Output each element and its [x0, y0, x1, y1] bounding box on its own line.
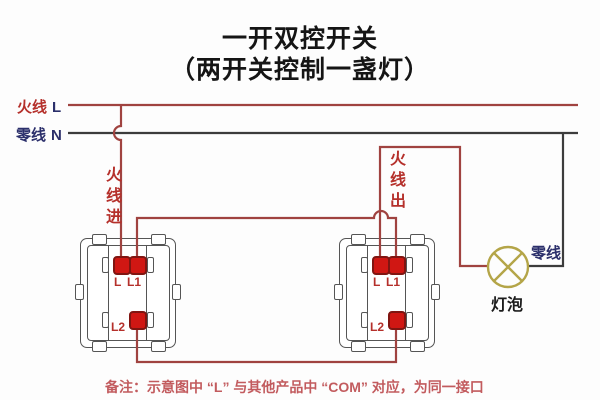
mount-tab	[351, 234, 366, 245]
live-wire-name: 火线	[17, 99, 48, 116]
mount-tab	[351, 341, 366, 352]
screw-slot	[102, 312, 109, 328]
terminal-L1-label: L1	[386, 275, 401, 289]
mount-tab	[151, 234, 166, 245]
diagram-title: 一开双控开关 （两开关控制一盏灯）	[0, 24, 600, 86]
neutral-wire-letter: N	[51, 127, 62, 144]
title-line-2: （两开关控制一盏灯）	[169, 56, 430, 84]
screw-slot	[147, 312, 154, 328]
screw-slot	[102, 257, 109, 273]
live-in-label: 火线进	[103, 166, 120, 229]
screw-slot	[147, 257, 154, 273]
terminal-L1-label: L1	[127, 275, 142, 289]
switch-right: L L1 L2	[334, 234, 440, 352]
screw-slot	[361, 312, 368, 328]
mount-tab	[410, 234, 425, 245]
switch-left-rocker-strip	[108, 245, 147, 340]
screw-slot	[361, 257, 368, 273]
title-line-1: 一开双控开关	[221, 25, 378, 53]
switch-right-rocker-strip	[367, 245, 406, 340]
screw-slot	[406, 312, 413, 328]
terminal-L1	[129, 256, 147, 275]
terminal-L-label: L	[114, 275, 122, 289]
terminal-L2	[388, 311, 406, 330]
mount-tab	[92, 234, 107, 245]
neutral-wire-name: 零线	[16, 127, 47, 144]
terminal-L-label: L	[373, 275, 381, 289]
switch-left: L L1 L2	[75, 234, 181, 352]
mount-tab	[410, 341, 425, 352]
live-wire-letter: L	[52, 99, 62, 116]
terminal-L2-label: L2	[111, 320, 126, 334]
mount-tab	[151, 341, 166, 352]
lamp-icon	[486, 245, 530, 289]
mount-tab	[92, 341, 107, 352]
lamp-cross-icon	[493, 252, 523, 282]
side-bracket	[172, 284, 181, 300]
footnote: 备注：示意图中 “L” 与其他产品中 “COM” 对应，为同一接口	[105, 379, 484, 395]
live-out-label: 火线出	[387, 150, 404, 213]
screw-slot	[406, 257, 413, 273]
side-bracket	[334, 284, 343, 300]
lamp-neutral-label: 零线	[531, 245, 562, 262]
lamp-label: 灯泡	[491, 297, 524, 314]
terminal-L2-label: L2	[370, 320, 385, 334]
terminal-L1	[388, 256, 406, 275]
side-bracket	[431, 284, 440, 300]
switch-left-frame	[87, 245, 170, 341]
side-bracket	[75, 284, 84, 300]
terminal-L2	[129, 311, 147, 330]
